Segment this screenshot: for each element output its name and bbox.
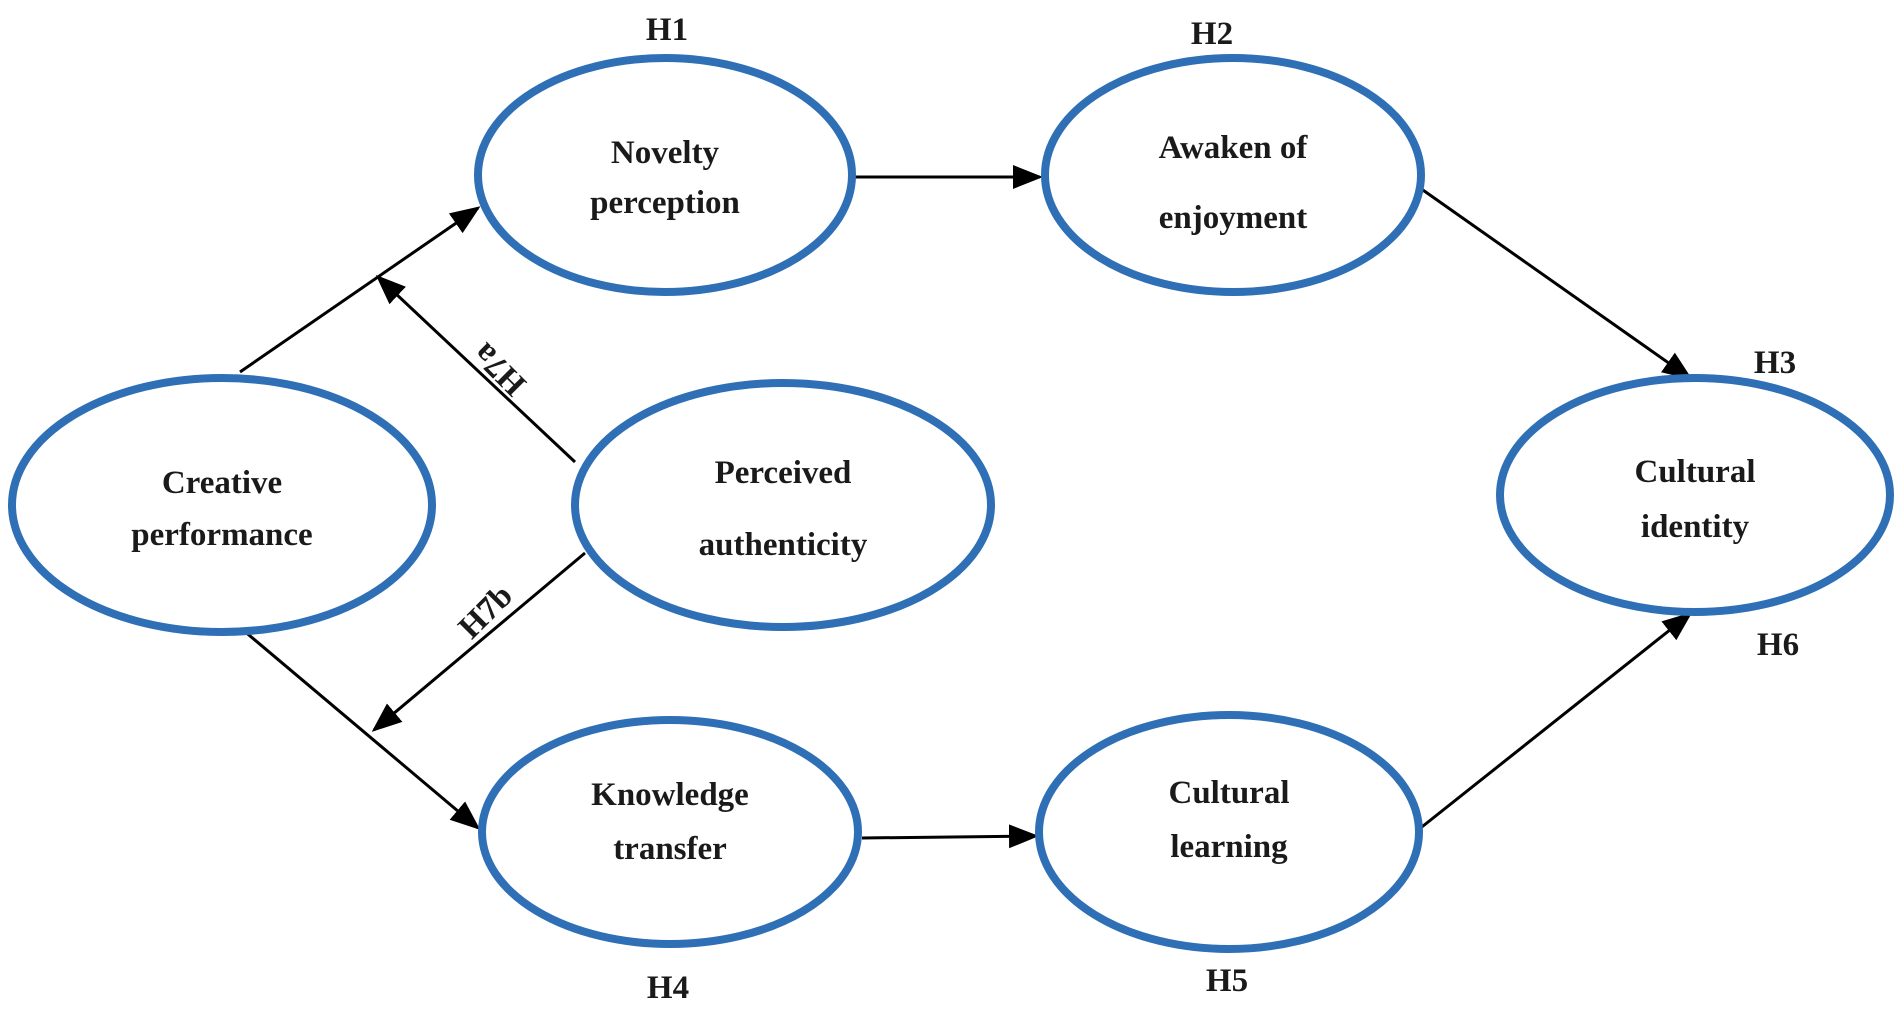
node-label-line1: Perceived: [715, 455, 852, 491]
node-cultural-learning: Cultural learning: [1035, 711, 1423, 953]
hypothesis-label-h1: H1: [646, 12, 688, 48]
node-label-line2: transfer: [613, 831, 727, 867]
hypothesis-label-h6: H6: [1757, 627, 1799, 663]
hypothesis-label-h7a: H7a: [466, 336, 533, 403]
edge-h7b-authenticity-moderates-h4: [371, 551, 586, 732]
node-label-line2: performance: [131, 517, 312, 553]
node-outline: [571, 379, 995, 631]
node-cultural-identity: Cultural identity: [1496, 374, 1894, 616]
edge-h7a-authenticity-moderates-h1: [375, 274, 577, 464]
edge-h1-creative-to-novelty: [239, 206, 481, 374]
node-label-line1: Cultural: [1634, 454, 1755, 490]
node-novelty-perception: Novelty perception: [474, 54, 856, 296]
hypothesis-label-h7b: H7b: [452, 578, 520, 646]
edge-h5-knowledge-to-learning: [861, 824, 1039, 849]
edges: [239, 165, 1693, 849]
node-label-line1: Knowledge: [591, 777, 749, 813]
edge-h6-learning-to-identity: [1417, 612, 1693, 832]
node-outline: [474, 54, 856, 296]
hypothesis-label-h4: H4: [647, 970, 689, 1006]
node-outline: [1035, 711, 1423, 953]
edge-h3-awaken-to-identity: [1419, 186, 1693, 380]
node-label-line2: learning: [1170, 829, 1288, 865]
node-label-line2: enjoyment: [1159, 200, 1307, 236]
edge-h4-creative-to-knowledge: [242, 628, 481, 830]
node-label-line2: identity: [1641, 509, 1750, 545]
node-outline: [1041, 54, 1425, 296]
hypothesis-label-h5: H5: [1206, 963, 1248, 999]
node-outline: [8, 374, 436, 636]
node-label-line1: Creative: [162, 465, 282, 501]
node-label-line1: Awaken of: [1159, 130, 1309, 166]
node-perceived-authenticity: Perceived authenticity: [571, 379, 995, 631]
hypothesis-label-h2: H2: [1191, 16, 1233, 52]
node-awaken-of-enjoyment: Awaken of enjoyment: [1041, 54, 1425, 296]
hypothesis-label-h3: H3: [1754, 345, 1796, 381]
node-label-line1: Cultural: [1168, 775, 1289, 811]
node-outline: [1496, 374, 1894, 616]
node-label-line2: perception: [590, 185, 740, 221]
node-label-line2: authenticity: [699, 527, 868, 563]
node-knowledge-transfer: Knowledge transfer: [478, 716, 862, 948]
node-outline: [478, 716, 862, 948]
node-creative-performance: Creative performance: [8, 374, 436, 636]
node-label-line1: Novelty: [611, 135, 720, 171]
